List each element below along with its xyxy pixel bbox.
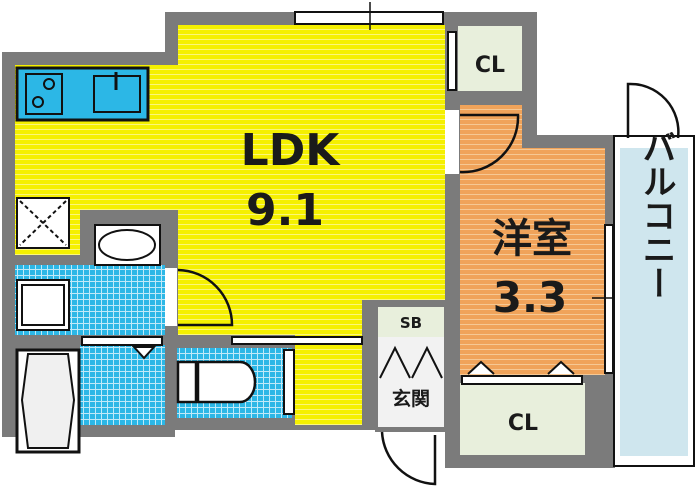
entrance-label: 玄関 xyxy=(392,387,430,410)
closet-bottom-label: CL xyxy=(508,411,538,436)
toilet-icon xyxy=(176,360,198,404)
washing-machine-space xyxy=(16,197,70,249)
bathtub xyxy=(15,348,81,454)
closet-top: CL xyxy=(447,26,522,91)
washroom xyxy=(15,224,234,425)
closet-top-label: CL xyxy=(475,53,505,78)
window xyxy=(294,11,444,25)
shoe-box-label: SB xyxy=(400,314,422,332)
sliding-window xyxy=(604,224,614,374)
room-western: 洋室 3.3 xyxy=(445,105,628,375)
western-room-size: 3.3 xyxy=(493,273,567,322)
ldk-label: LDK xyxy=(241,125,342,176)
balcony: バルコニー xyxy=(613,82,695,467)
room-ldk: LDK 9.1 xyxy=(15,25,445,425)
closet-bottom: CL xyxy=(460,360,585,455)
entrance-area: SB 玄関 xyxy=(378,307,444,486)
stove-icon xyxy=(25,73,63,115)
ldk-size: 9.1 xyxy=(246,185,324,236)
kitchen-counter xyxy=(15,66,150,122)
door-swing xyxy=(177,268,234,327)
western-room-label: 洋室 xyxy=(492,216,572,262)
front-door[interactable] xyxy=(380,431,437,486)
balcony-label: バルコニー xyxy=(636,130,676,300)
balcony-door[interactable] xyxy=(626,82,680,139)
storage-unit xyxy=(16,279,70,331)
door-swing xyxy=(459,113,520,174)
toilet-room xyxy=(176,336,363,418)
